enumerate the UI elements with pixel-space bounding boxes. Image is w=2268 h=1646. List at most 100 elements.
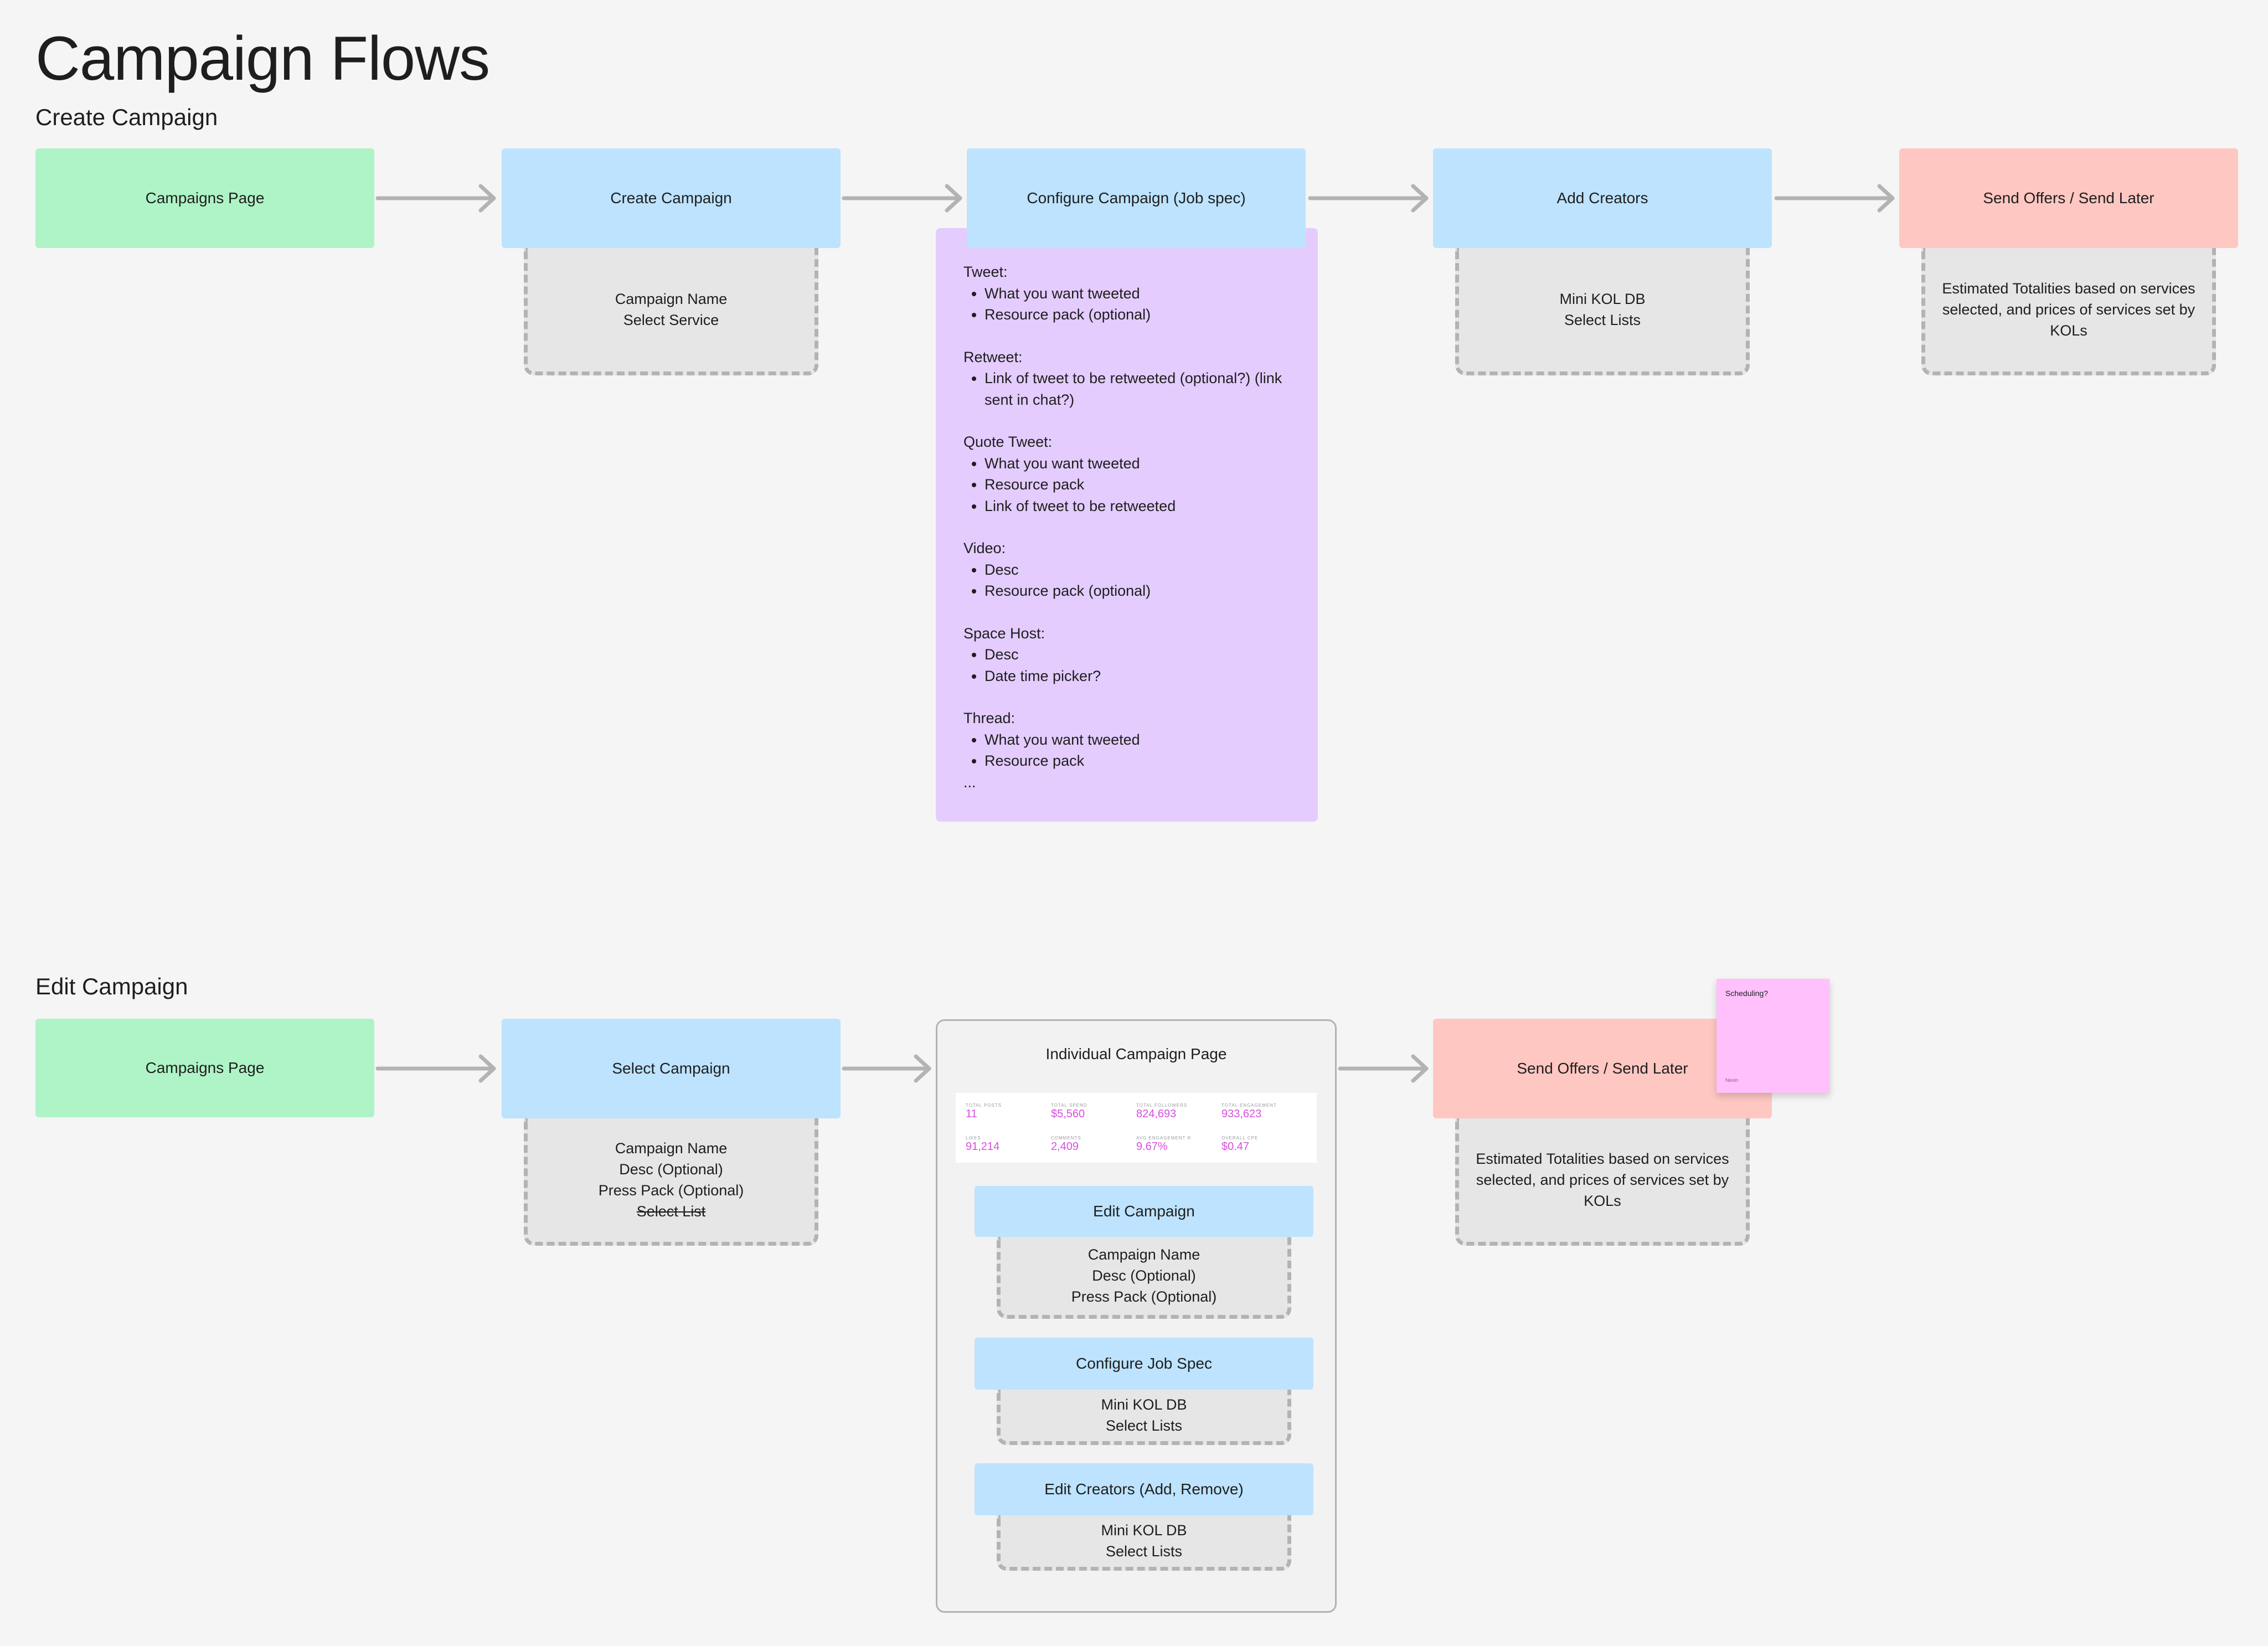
job-spec-heading: Space Host: <box>963 625 1045 642</box>
job-spec-retweet: Retweet: Link of tweet to be retweeted (… <box>963 347 1290 411</box>
stat-value: 91,214 <box>966 1140 1000 1153</box>
stat-value: 824,693 <box>1136 1107 1177 1120</box>
detail-line: Press Pack (Optional) <box>1071 1288 1217 1305</box>
detail-line: Campaign Name <box>615 290 728 307</box>
detail-line: Select Service <box>623 311 719 328</box>
job-spec-item: What you want tweeted <box>984 283 1290 305</box>
node-campaigns-page-edit[interactable]: Campaigns Page <box>35 1019 374 1117</box>
arrow-campaigns-to-create <box>375 184 496 213</box>
detail-text: Estimated Totalities based on services s… <box>1476 1150 1729 1209</box>
job-spec-item: Desc <box>984 644 1290 665</box>
detail-line: Select Lists <box>1105 1417 1183 1434</box>
job-spec-heading: Tweet: <box>963 264 1008 280</box>
section-title-edit: Edit Campaign <box>35 973 188 999</box>
stat-label: TOTAL POSTS <box>966 1102 1002 1108</box>
stat-avg-engagement: AVG ENGAGEMENT R 9.67% <box>1136 1128 1221 1160</box>
stat-value: 11 <box>966 1107 977 1120</box>
job-spec-item: Resource pack (optional) <box>984 304 1290 326</box>
campaign-stats-panel: TOTAL POSTS 11 TOTAL SPEND $5,560 TOTAL … <box>956 1093 1317 1163</box>
stat-label: TOTAL FOLLOWERS <box>1136 1102 1188 1108</box>
detail-line: Press Pack (Optional) <box>598 1181 744 1199</box>
node-configure-job-spec[interactable]: Configure Job Spec <box>975 1338 1313 1390</box>
stat-total-posts: TOTAL POSTS 11 <box>966 1095 1051 1128</box>
detail-line: Mini KOL DB <box>1559 290 1646 307</box>
create-campaign-details: Campaign Name Select Service <box>524 247 818 375</box>
edit-creators-details: Mini KOL DB Select Lists <box>997 1514 1291 1571</box>
node-add-creators[interactable]: Add Creators <box>1433 148 1772 248</box>
detail-line: Select Lists <box>1105 1542 1183 1560</box>
detail-line-struck: Select List <box>636 1203 706 1220</box>
job-spec-item: Resource pack (optional) <box>984 580 1290 602</box>
stat-value: 2,409 <box>1051 1140 1079 1153</box>
arrow-add-creators-to-send-offers <box>1774 184 1895 213</box>
job-spec-item: Desc <box>984 559 1290 581</box>
detail-line: Mini KOL DB <box>1101 1521 1187 1539</box>
node-send-offers[interactable]: Send Offers / Send Later <box>1899 148 2238 248</box>
stat-label: LIKES <box>966 1135 981 1141</box>
arrow-select-to-individual <box>842 1054 931 1083</box>
job-spec-item: Date time picker? <box>984 665 1290 687</box>
stat-value: $5,560 <box>1051 1107 1085 1120</box>
job-spec-item: Link of tweet to be retweeted (optional?… <box>984 368 1290 410</box>
detail-line: Campaign Name <box>615 1139 728 1157</box>
send-offers-edit-details: Estimated Totalities based on services s… <box>1455 1117 1750 1246</box>
stat-overall-cpe: OVERALL CPE $0.47 <box>1221 1128 1307 1160</box>
node-edit-creators[interactable]: Edit Creators (Add, Remove) <box>975 1463 1313 1515</box>
stat-label: COMMENTS <box>1051 1135 1081 1141</box>
detail-line: Campaign Name <box>1087 1246 1200 1263</box>
arrow-configure-to-add-creators <box>1308 184 1429 213</box>
page-title: Campaign Flows <box>35 24 490 93</box>
node-select-campaign[interactable]: Select Campaign <box>502 1019 841 1118</box>
detail-line: Mini KOL DB <box>1101 1396 1187 1413</box>
arrow-individual-to-send-offers <box>1338 1054 1429 1083</box>
stat-total-spend: TOTAL SPEND $5,560 <box>1051 1095 1136 1128</box>
job-spec-item: Resource pack <box>984 750 1290 772</box>
detail-line: Desc (Optional) <box>619 1160 723 1178</box>
sticky-note[interactable]: Scheduling? Nevin <box>1717 979 1829 1093</box>
job-spec-item: What you want tweeted <box>984 453 1290 474</box>
select-campaign-details: Campaign Name Desc (Optional) Press Pack… <box>524 1117 818 1246</box>
node-configure-campaign[interactable]: Configure Campaign (Job spec) <box>967 148 1306 248</box>
sticky-note-text: Scheduling? <box>1725 989 1769 998</box>
node-create-campaign[interactable]: Create Campaign <box>502 148 841 248</box>
job-spec-quote-tweet: Quote Tweet: What you want tweeted Resou… <box>963 431 1290 517</box>
stat-label: TOTAL ENGAGEMENT <box>1221 1102 1277 1108</box>
node-edit-campaign[interactable]: Edit Campaign <box>975 1186 1313 1237</box>
add-creators-details: Mini KOL DB Select Lists <box>1455 247 1750 375</box>
node-send-offers-edit[interactable]: Send Offers / Send Later <box>1433 1019 1772 1118</box>
job-spec-heading: Thread: <box>963 710 1016 726</box>
job-spec-item: What you want tweeted <box>984 729 1290 751</box>
stat-label: OVERALL CPE <box>1221 1135 1259 1141</box>
edit-campaign-details: Campaign Name Desc (Optional) Press Pack… <box>997 1236 1291 1319</box>
stat-value: 933,623 <box>1221 1107 1262 1120</box>
sticky-note-author: Nevin <box>1725 1077 1739 1083</box>
arrow-campaigns-to-select <box>375 1054 496 1083</box>
stat-likes: LIKES 91,214 <box>966 1128 1051 1160</box>
job-spec-tweet: Tweet: What you want tweeted Resource pa… <box>963 261 1290 326</box>
detail-line: Desc (Optional) <box>1092 1267 1196 1284</box>
stat-comments: COMMENTS 2,409 <box>1051 1128 1136 1160</box>
section-title-create: Create Campaign <box>35 104 218 130</box>
job-spec-space-host: Space Host: Desc Date time picker? <box>963 623 1290 687</box>
job-spec-item: Link of tweet to be retweeted <box>984 496 1290 517</box>
arrow-create-to-configure <box>842 184 962 213</box>
detail-text: Estimated Totalities based on services s… <box>1942 280 2195 339</box>
job-spec-video: Video: Desc Resource pack (optional) <box>963 538 1290 602</box>
stat-label: TOTAL SPEND <box>1051 1102 1087 1108</box>
job-spec-note: Tweet: What you want tweeted Resource pa… <box>936 228 1318 822</box>
stat-label: AVG ENGAGEMENT R <box>1136 1135 1192 1141</box>
individual-campaign-page-title: Individual Campaign Page <box>1045 1045 1227 1062</box>
stat-value: 9.67% <box>1136 1140 1168 1153</box>
job-spec-heading: Quote Tweet: <box>963 434 1053 450</box>
send-offers-details: Estimated Totalities based on services s… <box>1921 247 2216 375</box>
job-spec-heading: Retweet: <box>963 348 1023 365</box>
job-spec-heading: Video: <box>963 540 1006 556</box>
configure-job-spec-details: Mini KOL DB Select Lists <box>997 1389 1291 1445</box>
detail-line: Select Lists <box>1564 311 1641 328</box>
job-spec-ellipsis: ... <box>963 773 976 791</box>
job-spec-item: Resource pack <box>984 474 1290 496</box>
job-spec-thread: Thread: What you want tweeted Resource p… <box>963 708 1290 793</box>
stat-value: $0.47 <box>1221 1140 1250 1153</box>
node-campaigns-page[interactable]: Campaigns Page <box>35 148 374 248</box>
stat-total-engagement: TOTAL ENGAGEMENT 933,623 <box>1221 1095 1307 1128</box>
